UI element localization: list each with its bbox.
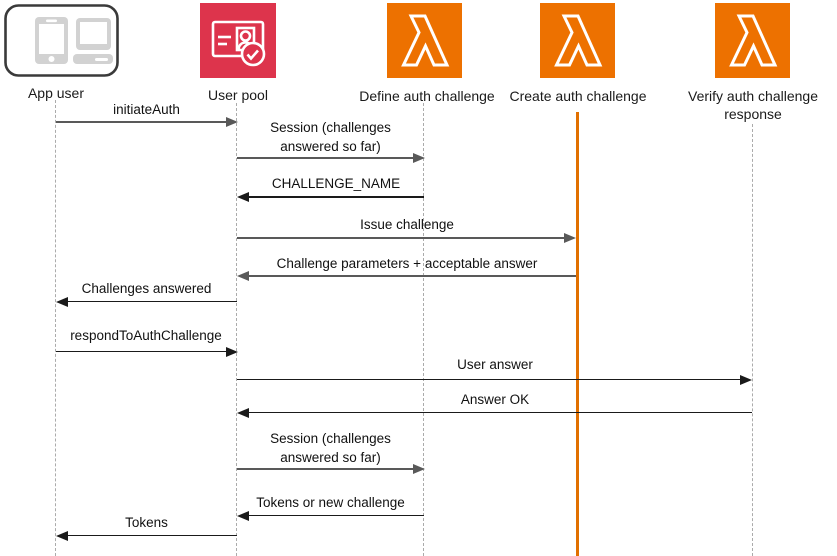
arrow-line: [248, 412, 752, 413]
id-card-user-check-icon: [200, 3, 276, 83]
message-label: Tokens or new challenge: [256, 495, 405, 510]
arrowhead-right-icon: [413, 464, 425, 474]
message-label: Issue challenge: [360, 217, 454, 232]
arrow-line: [237, 237, 566, 239]
arrow-line: [248, 275, 576, 277]
message-label: Session (challenges answered so far): [270, 120, 391, 154]
lifeline-app-user: [55, 100, 56, 556]
message-label: initiateAuth: [113, 102, 180, 117]
arrow-line: [237, 379, 742, 380]
arrow-line: [248, 515, 424, 516]
actor-label-verify-auth-challenge: Verify auth challenge response: [688, 88, 818, 122]
lifeline-define-auth-challenge: [423, 103, 424, 556]
arrow-line: [237, 468, 413, 470]
arrow-line: [67, 301, 237, 302]
message-label: Session (challenges answered so far): [270, 431, 391, 465]
message-label: User answer: [457, 357, 533, 372]
message-label: Challenges answered: [81, 281, 212, 296]
arrowhead-right-icon: [226, 117, 238, 127]
arrowhead-left-icon: [237, 408, 249, 418]
actor-label-app-user: App user: [27, 85, 85, 101]
aws-lambda-icon: [387, 3, 462, 83]
arrow-line: [248, 196, 424, 198]
arrowhead-left-icon: [237, 511, 249, 521]
aws-lambda-icon: [715, 3, 790, 83]
message-label: CHALLENGE_NAME: [271, 176, 401, 191]
lifeline-verify-auth-challenge: [752, 124, 753, 556]
message-label: Answer OK: [460, 392, 530, 407]
arrowhead-right-icon: [226, 347, 238, 357]
message-label: Tokens: [125, 515, 168, 530]
actor-label-define-auth-challenge: Define auth challenge: [359, 88, 495, 104]
arrowhead-left-icon: [237, 192, 249, 202]
arrow-line: [56, 351, 226, 352]
actor-label-create-auth-challenge: Create auth challenge: [509, 88, 647, 104]
lifeline-user-pool: [236, 103, 237, 556]
message-label: Challenge parameters + acceptable answer: [276, 256, 538, 271]
lifeline-create-auth-challenge-active: [576, 112, 579, 556]
arrowhead-right-icon: [564, 233, 576, 243]
arrowhead-left-icon: [56, 297, 68, 307]
arrow-line: [67, 535, 237, 536]
arrow-line: [237, 157, 413, 159]
arrowhead-left-icon: [237, 271, 249, 281]
devices-icon: [4, 4, 119, 82]
aws-lambda-icon: [540, 3, 615, 83]
actor-label-user-pool: User pool: [208, 87, 268, 103]
arrowhead-right-icon: [413, 153, 425, 163]
arrow-line: [56, 121, 226, 123]
arrowhead-left-icon: [56, 531, 68, 541]
message-label: respondToAuthChallenge: [70, 328, 222, 343]
arrowhead-right-icon: [740, 375, 752, 385]
